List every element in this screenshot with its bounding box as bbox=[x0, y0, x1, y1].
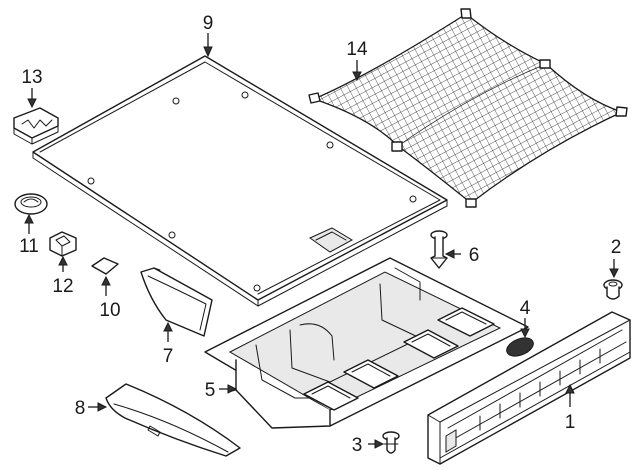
callout-4: 4 bbox=[520, 298, 531, 319]
fastener-pin bbox=[430, 230, 448, 269]
floor-cover-panel bbox=[32, 55, 448, 307]
push-clip bbox=[603, 279, 623, 300]
callout-13: 13 bbox=[21, 67, 42, 88]
round-cap bbox=[14, 193, 48, 215]
storage-tray bbox=[204, 257, 529, 429]
cargo-net bbox=[308, 8, 628, 208]
callout-labels: 9 14 13 11 12 10 7 6 5 4 2 1 3 8 bbox=[19, 13, 621, 456]
callout-7: 7 bbox=[163, 346, 174, 367]
hinge-bracket bbox=[13, 107, 59, 145]
side-trim-panel bbox=[105, 383, 241, 457]
lower-rivet-clip bbox=[382, 431, 400, 454]
leader-lines bbox=[24, 33, 619, 449]
callout-10: 10 bbox=[99, 300, 120, 321]
side-pocket bbox=[140, 267, 213, 337]
callout-6: 6 bbox=[469, 245, 480, 266]
callout-2: 2 bbox=[611, 237, 622, 258]
callout-14: 14 bbox=[346, 39, 368, 60]
retainer-nut bbox=[49, 231, 77, 257]
callout-3: 3 bbox=[352, 435, 363, 456]
pad bbox=[91, 257, 119, 275]
callout-12: 12 bbox=[52, 276, 73, 297]
callout-8: 8 bbox=[75, 398, 86, 419]
callout-1: 1 bbox=[565, 412, 576, 433]
callout-11: 11 bbox=[19, 236, 39, 257]
callout-9: 9 bbox=[203, 13, 214, 34]
callout-5: 5 bbox=[205, 380, 216, 401]
rear-sill-trim-panel bbox=[427, 311, 631, 465]
oval-plug bbox=[506, 337, 534, 357]
